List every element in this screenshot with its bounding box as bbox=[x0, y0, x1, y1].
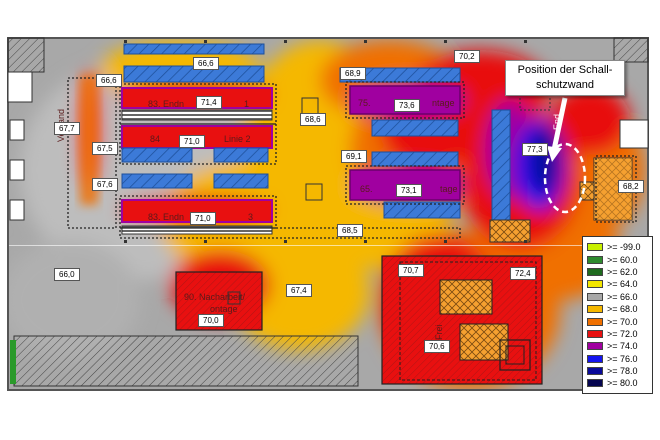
legend-swatch bbox=[587, 255, 603, 264]
value-label: 70,0 bbox=[198, 314, 224, 327]
legend-row: >= 74.0 bbox=[587, 340, 648, 352]
value-label: 69,1 bbox=[341, 150, 367, 163]
zone-label-65: 65. bbox=[360, 184, 373, 194]
zone-label-83-bottom-num: 3 bbox=[248, 212, 254, 222]
legend-label: >= 60.0 bbox=[607, 254, 638, 265]
zone-label-83-top: 83. Endn bbox=[148, 99, 184, 109]
noise-level-legend: >= -99.0>= 60.0>= 62.0 >= 64.0>= 66.0 >= 6… bbox=[582, 236, 653, 394]
value-label: 73,1 bbox=[396, 184, 422, 197]
value-label: 66,0 bbox=[54, 268, 80, 281]
legend-label: >= 74.0 bbox=[607, 341, 638, 352]
zone-label-75-suffix: ntage bbox=[432, 98, 455, 108]
value-label: 70,2 bbox=[454, 50, 480, 63]
legend-swatch bbox=[587, 280, 603, 289]
legend-swatch bbox=[587, 292, 603, 301]
value-label: 70,6 bbox=[424, 340, 450, 353]
zone-label-90-line2: ontage bbox=[210, 304, 238, 314]
legend-row: >= 80.0 bbox=[587, 377, 648, 389]
legend-row: >= 62.0 bbox=[587, 266, 648, 278]
legend-label: >= 68.0 bbox=[607, 304, 638, 315]
legend-row: >= 68.0 bbox=[587, 303, 648, 315]
legend-label: >= 70.0 bbox=[607, 316, 638, 327]
legend-row: >= 78.0 bbox=[587, 365, 648, 377]
zone-label-83-bottom: 83. Endn bbox=[148, 212, 185, 222]
zone-label-right: End bbox=[552, 113, 562, 130]
legend-row: >= 72.0 bbox=[587, 328, 648, 340]
value-label: 67,6 bbox=[92, 178, 118, 191]
value-label: 70,7 bbox=[398, 264, 424, 277]
zone-label-84-line: Linie 2 bbox=[224, 134, 251, 144]
value-label: 73,6 bbox=[394, 99, 420, 112]
callout-line-1: Position der Schall- bbox=[517, 64, 613, 76]
legend-swatch bbox=[587, 329, 603, 338]
value-label: 67,5 bbox=[92, 142, 118, 155]
legend-swatch bbox=[587, 243, 603, 252]
legend-row: >= 70.0 bbox=[587, 315, 648, 327]
value-label: 77,3 bbox=[522, 143, 548, 156]
legend-label: >= 72.0 bbox=[607, 328, 638, 339]
value-label: 68,9 bbox=[340, 67, 366, 80]
value-label: 68,5 bbox=[337, 224, 363, 237]
value-label: 67,7 bbox=[54, 122, 80, 135]
value-label: 68,6 bbox=[300, 113, 326, 126]
legend-row: >= 64.0 bbox=[587, 278, 648, 290]
value-label: 71,0 bbox=[179, 135, 205, 148]
legend-label: >= -99.0 bbox=[607, 242, 641, 253]
protective-wall-callout: Position der Schall- schutzwand bbox=[505, 60, 625, 96]
value-label: 72,4 bbox=[510, 267, 536, 280]
zone-label-right-mid: Frei bbox=[434, 324, 444, 341]
legend-swatch bbox=[587, 354, 603, 363]
legend-label: >= 80.0 bbox=[607, 378, 638, 389]
legend-label: >= 78.0 bbox=[607, 366, 638, 377]
legend-swatch bbox=[587, 379, 603, 388]
value-label: 66,6 bbox=[96, 74, 122, 87]
legend-swatch bbox=[587, 367, 603, 376]
legend-swatch bbox=[587, 317, 603, 326]
zone-label-65-suffix: tage bbox=[440, 184, 458, 194]
legend-swatch bbox=[587, 305, 603, 314]
zone-label-75: 75. bbox=[358, 98, 371, 108]
zone-label-text: 83. Endn bbox=[148, 99, 185, 109]
value-label: 66,6 bbox=[193, 57, 219, 70]
zone-label-84: 84 bbox=[150, 134, 161, 144]
value-label: 71,0 bbox=[190, 212, 216, 225]
value-label: 68,2 bbox=[618, 180, 644, 193]
legend-label: >= 76.0 bbox=[607, 353, 638, 364]
zone-label-83-top-num: 1 bbox=[244, 99, 250, 109]
callout-line-2: schutzwand bbox=[535, 79, 595, 91]
legend-row: >= -99.0 bbox=[587, 241, 648, 253]
value-label: 67,4 bbox=[286, 284, 312, 297]
legend-label: >= 66.0 bbox=[607, 291, 638, 302]
legend-row: >= 66.0 bbox=[587, 291, 648, 303]
legend-label: >= 64.0 bbox=[607, 279, 638, 290]
zone-label-90-line1: 90. Nacharbeit/ bbox=[184, 292, 246, 302]
legend-row: >= 60.0 bbox=[587, 253, 648, 265]
value-label: 71,4 bbox=[196, 96, 222, 109]
legend-swatch bbox=[587, 267, 603, 276]
legend-row: >= 76.0 bbox=[587, 353, 648, 365]
legend-swatch bbox=[587, 342, 603, 351]
legend-label: >= 62.0 bbox=[607, 266, 638, 277]
